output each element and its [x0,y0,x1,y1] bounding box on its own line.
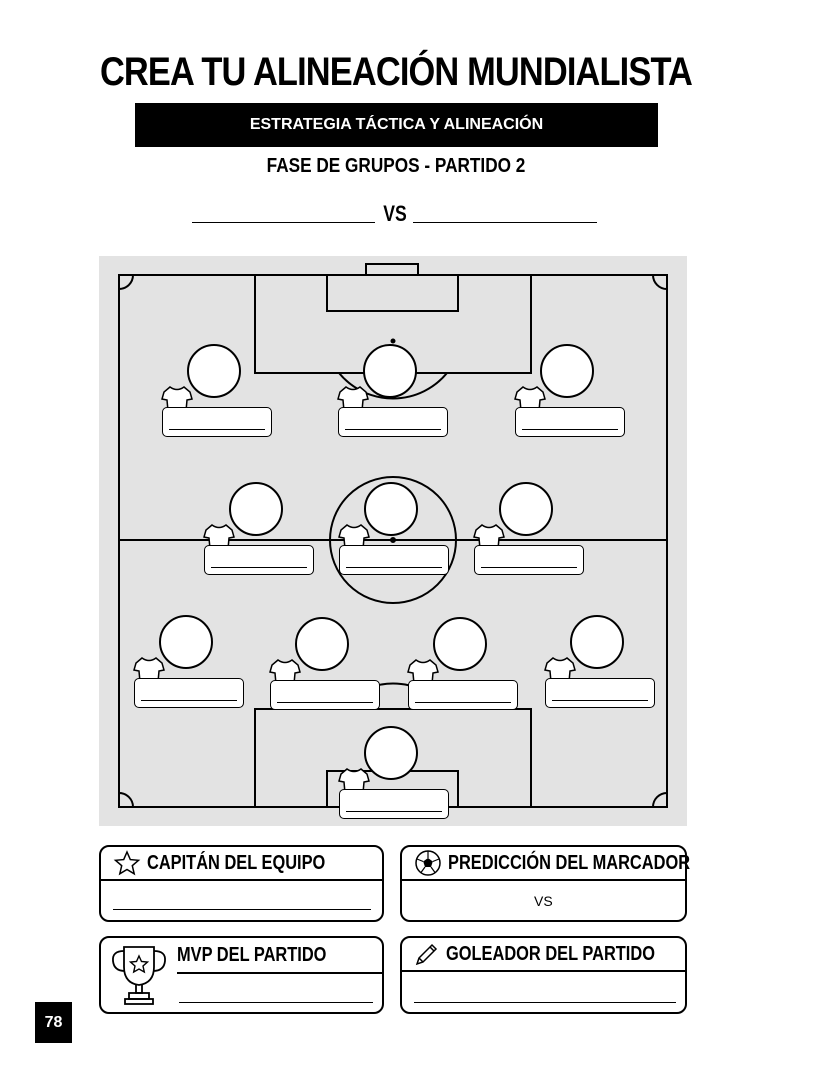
match-phase: FASE DE GRUPOS - PARTIDO 2 [266,155,526,177]
player-circle[interactable] [159,615,213,669]
shirt-icon [544,657,576,683]
shirt-icon [337,386,369,412]
player-circle[interactable] [364,482,418,536]
player-circle[interactable] [295,617,349,671]
player-slot[interactable] [202,482,317,580]
player-name-field[interactable] [162,407,272,437]
scorer-label: GOLEADOR DEL PARTIDO [446,942,655,965]
page-title: CREA TU ALINEACIÓN MUNDIALISTA [99,50,693,94]
shirt-icon [338,524,370,550]
prediction-vs-label: VS [534,893,553,909]
player-circle[interactable] [187,344,241,398]
captain-name-field[interactable] [113,909,371,910]
trophy-icon [112,946,166,1005]
player-name-field[interactable] [474,545,584,575]
mvp-name-field[interactable] [179,1002,373,1003]
shirt-icon [514,386,546,412]
player-slot[interactable] [406,617,521,715]
page-number: 78 [35,1002,72,1043]
star-icon [113,850,141,876]
shirt-icon [338,768,370,794]
player-slot[interactable] [160,344,275,442]
prediction-card-header: PREDICCIÓN DEL MARCADOR [402,847,690,881]
shirt-icon [269,659,301,685]
score-prediction-card: PREDICCIÓN DEL MARCADOR VS [400,845,690,922]
versus-label: VS [383,201,407,226]
player-name-field[interactable] [545,678,655,708]
player-name-field[interactable] [515,407,625,437]
shirt-icon [161,386,193,412]
pencil-icon [415,943,438,966]
captain-label: CAPITÁN DEL EQUIPO [147,851,326,874]
player-name-field[interactable] [270,680,380,710]
player-circle[interactable] [229,482,283,536]
player-slot[interactable] [513,344,628,442]
shirt-icon [473,524,505,550]
player-slot[interactable] [268,617,383,715]
player-circle[interactable] [540,344,594,398]
shirt-icon [203,524,235,550]
mvp-label: MVP DEL PARTIDO [177,943,327,966]
player-name-field[interactable] [338,407,448,437]
home-team-field[interactable] [192,222,375,223]
player-name-field[interactable] [408,680,518,710]
player-circle[interactable] [364,726,418,780]
player-slot[interactable] [543,615,658,713]
top-scorer-card: GOLEADOR DEL PARTIDO [400,936,687,1014]
shirt-icon [133,657,165,683]
mvp-card-header: MVP DEL PARTIDO [177,938,382,974]
mvp-card: MVP DEL PARTIDO [99,936,384,1014]
player-slot[interactable] [472,482,587,580]
player-slot[interactable] [132,615,247,713]
subtitle-banner: ESTRATEGIA TÁCTICA Y ALINEACIÓN [135,103,658,147]
scorer-name-field[interactable] [414,1002,676,1003]
player-circle[interactable] [363,344,417,398]
shirt-icon [407,659,439,685]
scorer-card-header: GOLEADOR DEL PARTIDO [402,938,685,972]
player-circle[interactable] [433,617,487,671]
player-name-field[interactable] [339,545,449,575]
player-name-field[interactable] [339,789,449,819]
player-circle[interactable] [570,615,624,669]
player-slot[interactable] [337,482,452,580]
player-slot[interactable] [336,344,451,442]
captain-card-header: CAPITÁN DEL EQUIPO [101,847,382,881]
player-name-field[interactable] [204,545,314,575]
soccer-ball-icon [415,850,441,876]
player-circle[interactable] [499,482,553,536]
captain-card: CAPITÁN DEL EQUIPO [99,845,384,922]
goalkeeper-slot[interactable] [337,726,452,824]
away-team-field[interactable] [413,222,597,223]
player-name-field[interactable] [134,678,244,708]
prediction-label: PREDICCIÓN DEL MARCADOR [448,851,691,874]
